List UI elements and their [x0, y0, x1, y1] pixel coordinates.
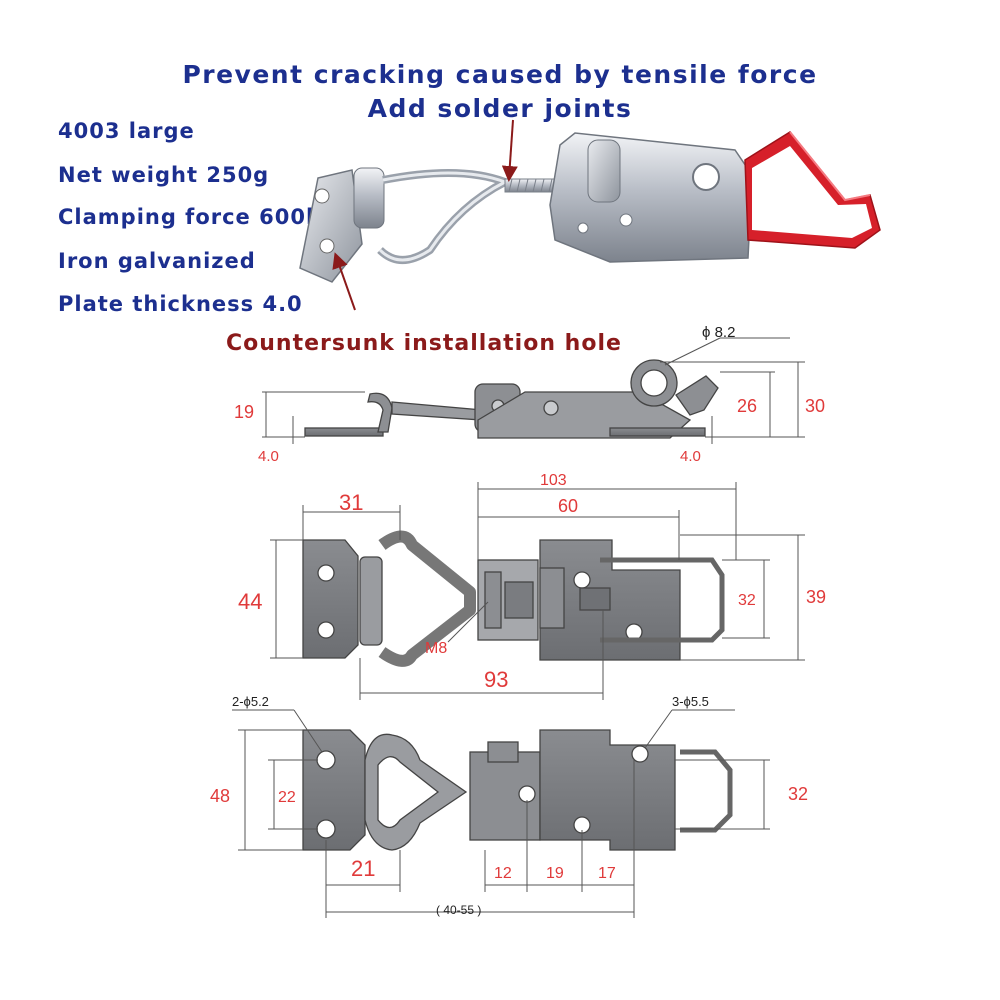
side-handle-ring-hole [640, 369, 668, 397]
latch-photo [299, 131, 881, 283]
dim-bottom-21: 21 [351, 856, 375, 881]
dim-top-32: 32 [738, 592, 756, 609]
headline-line-1: Prevent cracking caused by tensile force [182, 60, 818, 89]
countersunk-hole-icon [319, 238, 335, 254]
dim-side-hole-diameter: ϕ 8.2 [702, 324, 735, 341]
dim-bottom-32: 32 [788, 784, 808, 804]
bottom-handle-outline [680, 749, 733, 833]
spec-plate-thickness: Plate thickness 4.0 [58, 292, 303, 316]
side-body [477, 391, 692, 439]
top-body-hole [573, 571, 591, 589]
handle-inner-opening [752, 146, 872, 238]
dim-top-31: 31 [339, 490, 363, 515]
top-trunnion [484, 571, 502, 629]
dim-bottom-12: 12 [494, 865, 512, 882]
dim-bottom-holes-left: 2-ϕ5.2 [232, 694, 269, 709]
countersunk-hole-icon [314, 188, 330, 204]
latch-body [549, 132, 753, 263]
countersunk-arrow [332, 252, 356, 311]
bottom-body-hole [631, 745, 649, 763]
dim-side-30: 30 [805, 396, 825, 416]
dim-bottom-range: ( 40-55 ) [436, 903, 481, 917]
countersunk-callout: Countersunk installation hole [226, 331, 622, 356]
dim-top-m8: M8 [425, 640, 447, 657]
wire-loop [377, 169, 509, 264]
lever-hole [692, 163, 720, 191]
wire-loop-highlight [378, 171, 509, 262]
side-dimension-lines [262, 337, 805, 444]
dim-side-thickness-left: 4.0 [258, 448, 279, 465]
top-dimension-lines [270, 482, 805, 700]
handle-highlight [789, 131, 871, 202]
headline-line-2: Add solder joints [367, 94, 633, 123]
dim-side-26: 26 [737, 396, 757, 416]
rivet [577, 222, 589, 234]
side-hook [367, 392, 393, 433]
hinge-barrel [353, 167, 385, 229]
top-view [302, 530, 725, 667]
dim-top-93: 93 [484, 667, 508, 692]
side-handle-tip [675, 375, 719, 416]
bottom-dimension-lines [232, 709, 770, 918]
top-rod-block [539, 567, 565, 629]
bottom-yoke-tab [487, 741, 519, 763]
bottom-center-hole [518, 785, 536, 803]
spec-clamping-force: Clamping force 600kg [58, 205, 337, 229]
dim-bottom-48: 48 [210, 786, 230, 806]
dim-bottom-holes-right: 3-ϕ5.5 [672, 694, 709, 709]
pivot-block [587, 139, 621, 203]
bottom-view [302, 729, 733, 851]
side-arm [391, 401, 483, 421]
dim-top-103: 103 [540, 472, 567, 489]
dim-side-thickness-right: 4.0 [680, 448, 701, 465]
spec-weight: Net weight 250g [58, 163, 270, 187]
top-hinge-barrel [359, 556, 383, 646]
dim-bottom-17: 17 [598, 865, 616, 882]
top-base-hole [317, 564, 335, 582]
top-base-plate [302, 539, 359, 659]
top-handle-outline [600, 557, 725, 643]
dim-bottom-19: 19 [546, 865, 564, 882]
bottom-body [539, 729, 676, 851]
base-plate [299, 169, 363, 283]
side-base-plate [304, 427, 384, 437]
side-view [304, 359, 719, 439]
mount-hole [619, 213, 633, 227]
top-base-hole [317, 621, 335, 639]
dim-side-19: 19 [234, 402, 254, 422]
top-nut [504, 581, 534, 619]
dim-bottom-22: 22 [278, 789, 296, 806]
bottom-wire-loop-opening [377, 756, 440, 829]
spec-material: Iron galvanized [58, 249, 256, 273]
dim-top-44: 44 [238, 589, 262, 614]
top-wire-loop [378, 530, 476, 667]
solder-joint-arrow [501, 119, 518, 182]
bottom-base-hole [316, 819, 336, 839]
side-right-plate [609, 427, 706, 437]
spec-model: 4003 large [58, 119, 195, 143]
side-body-pin [543, 400, 559, 416]
dim-top-39: 39 [806, 587, 826, 607]
dim-top-60: 60 [558, 496, 578, 516]
top-threaded-rod [579, 587, 611, 611]
bottom-base-hole [316, 750, 336, 770]
